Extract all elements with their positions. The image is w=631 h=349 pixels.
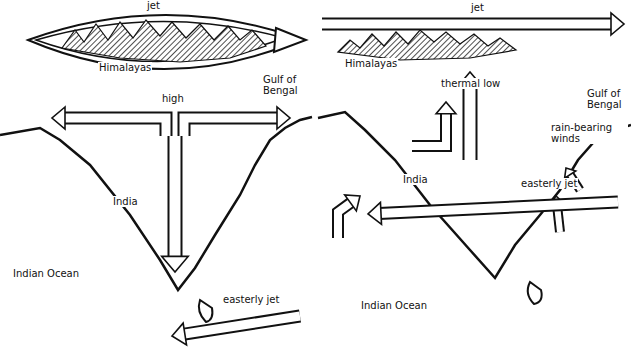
outflow-arrow-head: [162, 256, 188, 272]
ocean-label: Indian Ocean: [12, 268, 80, 279]
country-label: India: [112, 196, 139, 207]
easterly-jet-arrow-head: [368, 202, 382, 224]
jet-label: jet: [470, 2, 485, 13]
sea-label: Gulf of Bengal: [262, 74, 312, 96]
inflow-arrow-head: [436, 102, 456, 114]
easterly-jet-arrow-head: [172, 323, 187, 345]
coastline: [0, 117, 312, 290]
jet-stream: [28, 15, 292, 69]
easterly-jet-arrow: [183, 316, 300, 334]
jet-arrow-head: [611, 13, 624, 35]
wind-label: rain-bearing winds: [550, 122, 628, 144]
ocean-label: Indian Ocean: [360, 300, 428, 311]
inflow-arrow: [412, 112, 446, 146]
pressure-label: high: [161, 93, 185, 104]
outflow-arrow: [184, 118, 279, 136]
thermal-low-arrow: [463, 86, 478, 160]
sri-lanka: [528, 282, 542, 304]
outflow-arrow: [184, 118, 279, 136]
jet-arrow: [322, 20, 613, 29]
easterly-jet-arrow: [183, 316, 300, 334]
inflow-arrow: [338, 202, 352, 238]
mountain-label: Himalayas: [98, 62, 152, 73]
sea-label: Gulf of Bengal: [586, 88, 628, 110]
inflow-arrow: [412, 112, 446, 146]
himalayas-mountains: [62, 20, 266, 62]
country-label: India: [402, 174, 429, 185]
jet-label: easterly jet: [520, 178, 578, 189]
thermal-low-arrow: [465, 86, 476, 160]
pressure-label: thermal low: [440, 78, 501, 89]
rain-wind-arrow-head: [565, 168, 576, 178]
jet-arrow: [322, 18, 613, 31]
outflow-arrow: [63, 118, 166, 136]
jet-label: jet: [146, 0, 161, 11]
jet-arrowhead: [274, 28, 306, 52]
mountain-label: Himalayas: [344, 58, 398, 69]
sri-lanka: [199, 300, 213, 322]
himalayas-mountains: [338, 30, 516, 60]
jet-label: easterly jet: [222, 294, 280, 305]
easterly-jet-arrow: [379, 202, 618, 213]
outflow-arrow-head: [52, 107, 65, 129]
inflow-arrow-head: [345, 195, 360, 211]
outflow-arrow-head: [277, 107, 290, 129]
inflow-arrow: [338, 202, 352, 238]
outflow-arrow: [63, 118, 166, 136]
easterly-jet-arrow: [379, 202, 618, 213]
